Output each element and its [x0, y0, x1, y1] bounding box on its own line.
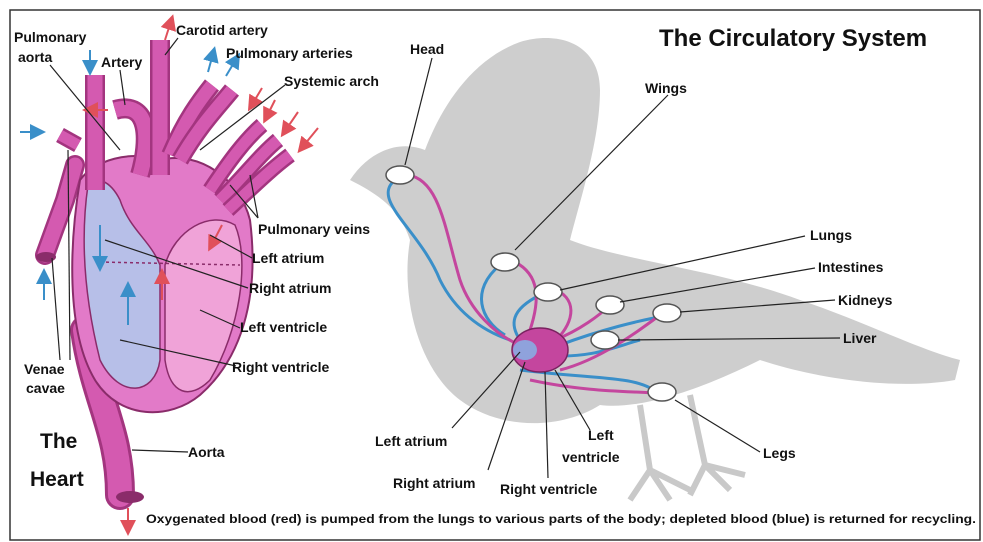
label-head: Head: [410, 41, 444, 57]
diagram-title: The Circulatory System: [659, 25, 927, 52]
caption: Oxygenated blood (red) is pumped from th…: [146, 514, 976, 526]
label-kidneys: Kidneys: [838, 292, 893, 308]
label-liver: Liver: [843, 330, 877, 346]
label-bird-left-ventricle-line1: Left: [588, 427, 614, 443]
label-systemic-arch: Systemic arch: [284, 73, 379, 89]
label-intestines: Intestines: [818, 259, 884, 275]
label-pulmonary-aorta-line2: aorta: [18, 49, 52, 65]
label-bird-left-atrium: Left atrium: [375, 433, 447, 449]
heart-title-line2: Heart: [30, 468, 84, 491]
label-right-ventricle: Right ventricle: [232, 359, 329, 375]
label-legs: Legs: [763, 445, 796, 461]
label-bird-left-ventricle-line2: ventricle: [562, 449, 620, 465]
label-pulmonary-aorta-line1: Pulmonary: [14, 29, 87, 45]
label-left-atrium: Left atrium: [252, 250, 324, 266]
label-artery: Artery: [101, 54, 142, 70]
heart-title-line1: The: [40, 430, 77, 453]
label-right-atrium: Right atrium: [249, 280, 331, 296]
label-aorta: Aorta: [188, 444, 225, 460]
label-bird-right-ventricle: Right ventricle: [500, 481, 597, 497]
label-wings: Wings: [645, 80, 687, 96]
label-lungs: Lungs: [810, 227, 852, 243]
label-bird-right-atrium: Right atrium: [393, 475, 475, 491]
label-pulmonary-arteries: Pulmonary arteries: [226, 45, 353, 61]
label-left-ventricle: Left ventricle: [240, 319, 327, 335]
label-pulmonary-veins: Pulmonary veins: [258, 221, 370, 237]
label-carotid-artery: Carotid artery: [176, 22, 268, 38]
heart-illustration: [20, 18, 318, 532]
label-venae-cavae-line1: Venae: [24, 361, 65, 377]
label-venae-cavae-line2: cavae: [26, 380, 65, 396]
